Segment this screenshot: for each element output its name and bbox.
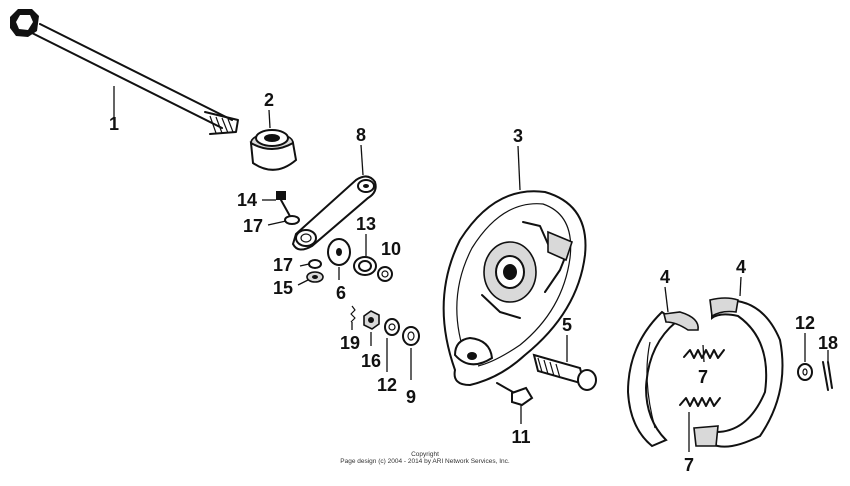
callout-labels: 1 2 8 3 14 17 13 10 17 15 6 4 4 5 19 16 … — [109, 90, 838, 475]
part-nut-16 — [363, 310, 380, 330]
callout-8: 8 — [356, 125, 366, 145]
part-cotter-pin-19 — [350, 305, 356, 323]
part-washer-12b — [797, 363, 813, 381]
part-brake-cam — [532, 353, 597, 391]
callout-17b: 17 — [273, 255, 293, 275]
callout-3: 3 — [513, 126, 523, 146]
part-washer-9 — [402, 326, 420, 346]
part-arm-bolt — [276, 191, 292, 219]
part-collar — [249, 129, 298, 171]
part-washer-lower — [308, 259, 322, 269]
copyright-line-2: Page design (c) 2004 - 2014 by ARI Netwo… — [340, 458, 510, 465]
part-spring-lower — [679, 397, 721, 407]
callout-16: 16 — [361, 351, 381, 371]
callout-17a: 17 — [243, 216, 263, 236]
callout-19: 19 — [340, 333, 360, 353]
part-anchor-pin — [496, 382, 534, 407]
part-brake-shoe-right — [693, 297, 784, 448]
callout-12b: 12 — [795, 313, 815, 333]
part-brake-shoe-left — [626, 310, 699, 448]
callout-7b: 7 — [684, 455, 694, 475]
part-axle — [10, 9, 239, 135]
part-wear-indicator-plate — [327, 238, 351, 266]
callout-11: 11 — [511, 427, 530, 447]
copyright-notice: Copyright Page design (c) 2004 - 2014 by… — [0, 451, 850, 465]
part-washer-12a — [384, 318, 400, 336]
part-brake-arm — [291, 175, 377, 251]
part-felt-seal — [353, 256, 377, 276]
callout-18: 18 — [818, 333, 838, 353]
callout-10: 10 — [381, 239, 401, 259]
callout-1: 1 — [109, 114, 119, 134]
callout-4b: 4 — [736, 257, 746, 277]
part-washer-10 — [377, 266, 393, 282]
callout-13: 13 — [356, 214, 376, 234]
callout-7a: 7 — [698, 367, 708, 387]
callout-5: 5 — [562, 315, 572, 335]
callout-12a: 12 — [377, 375, 397, 395]
callout-9: 9 — [406, 387, 416, 407]
part-cotter-pin-18 — [822, 361, 833, 391]
callout-15: 15 — [273, 278, 293, 298]
callout-14: 14 — [237, 190, 257, 210]
callout-6: 6 — [336, 283, 346, 303]
part-washer-upper — [284, 215, 300, 225]
copyright-line-1: Copyright — [411, 451, 439, 458]
leader-lines — [113, 86, 829, 452]
part-nut-15 — [306, 271, 324, 283]
callout-4a: 4 — [660, 267, 670, 287]
callout-2: 2 — [264, 90, 274, 110]
part-brake-panel — [442, 190, 587, 387]
